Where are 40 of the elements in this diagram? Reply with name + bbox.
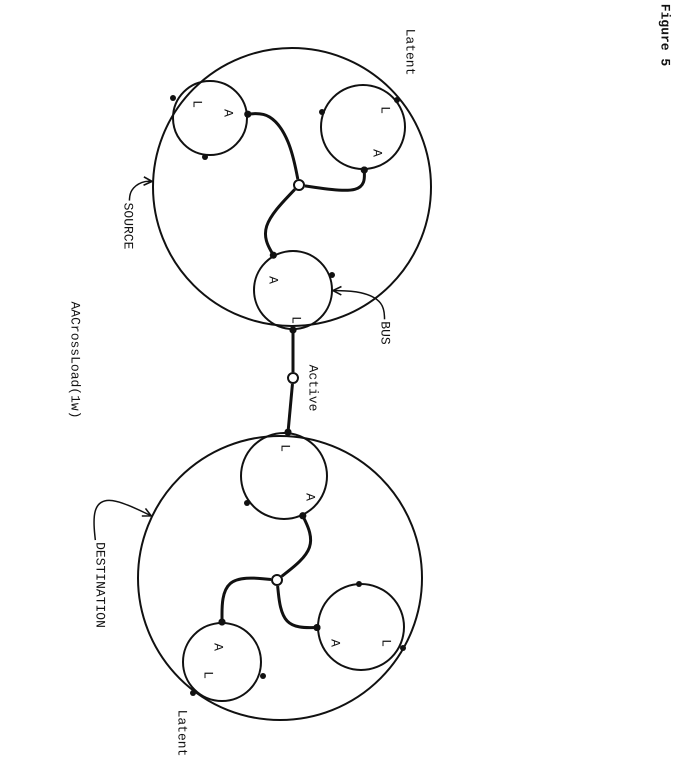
callout-text: DESTINATION bbox=[94, 542, 106, 628]
state-circle bbox=[253, 250, 333, 330]
bus-line bbox=[218, 576, 272, 626]
state-circle bbox=[240, 432, 328, 520]
bus-line bbox=[284, 384, 294, 436]
port-label: Active bbox=[306, 364, 320, 412]
state-letter: A bbox=[304, 493, 316, 501]
state-letter: L bbox=[278, 444, 292, 452]
state-letter: A bbox=[370, 149, 384, 157]
state-letter: L bbox=[380, 639, 392, 647]
state-letter: L bbox=[290, 316, 302, 324]
bus-line bbox=[289, 326, 297, 372]
state-letter: L bbox=[378, 106, 392, 114]
state-circle bbox=[182, 622, 262, 702]
leader-arrow bbox=[128, 176, 153, 201]
state-letter: A bbox=[222, 109, 234, 117]
state-letter: L bbox=[202, 671, 214, 679]
state-letter: A bbox=[266, 276, 280, 284]
figure-title: Figure 5 bbox=[658, 4, 672, 66]
leader-arrow bbox=[93, 500, 152, 540]
state-letter: A bbox=[212, 643, 224, 651]
state-circle bbox=[172, 80, 248, 156]
bus-line bbox=[244, 110, 300, 180]
callout-text: BUS bbox=[378, 321, 392, 345]
port-label: Latent bbox=[176, 710, 188, 756]
state-letter: L bbox=[190, 100, 204, 108]
state-circle bbox=[317, 583, 405, 671]
leader-arrow bbox=[332, 286, 386, 320]
state-circle bbox=[320, 84, 406, 170]
junction-circle bbox=[287, 372, 299, 384]
bus-line bbox=[276, 586, 321, 632]
port-label: Latent bbox=[404, 28, 416, 76]
bus-line bbox=[264, 188, 296, 259]
figure-caption: AACrossLoad(1w) bbox=[68, 301, 82, 419]
callout-text: SOURCE bbox=[122, 202, 134, 250]
state-letter: A bbox=[328, 639, 342, 647]
junction-circle bbox=[271, 574, 283, 586]
junction-circle bbox=[293, 179, 305, 191]
bus-line bbox=[280, 512, 312, 578]
bus-line bbox=[304, 166, 368, 192]
